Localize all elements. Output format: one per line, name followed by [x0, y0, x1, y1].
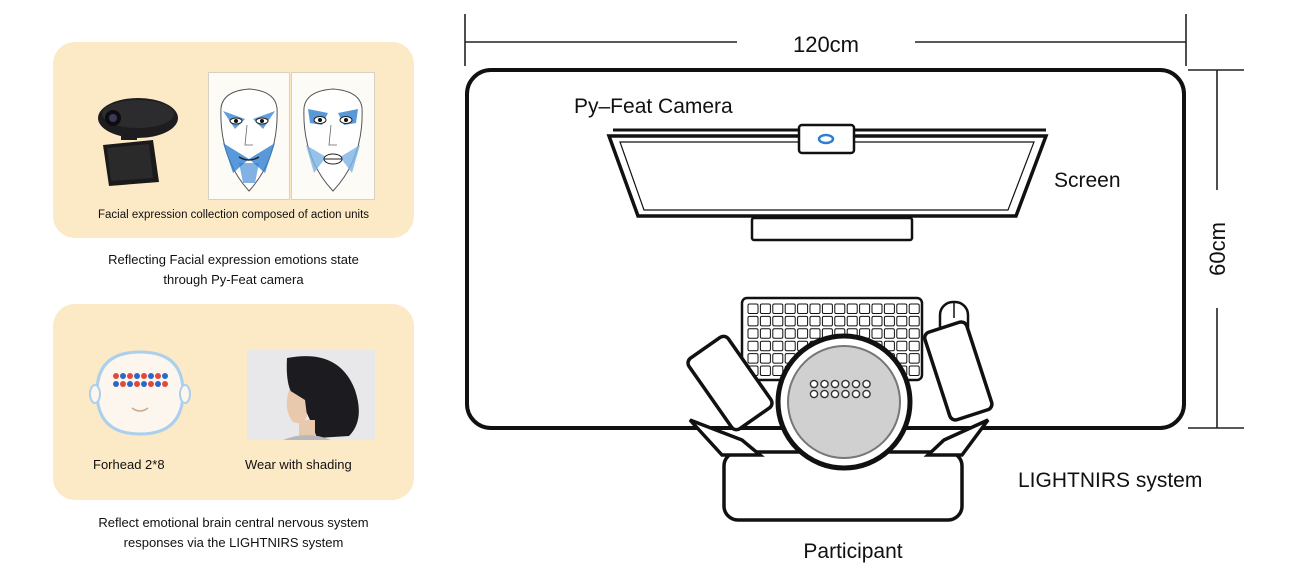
keyboard-key [896, 303, 908, 314]
keyboard-key [797, 303, 809, 314]
height-label: 60cm [1205, 222, 1230, 276]
screen-label: Screen [1054, 169, 1121, 192]
height-dimension [1188, 69, 1244, 429]
webcam-icon [98, 98, 178, 186]
keyboard-key [772, 328, 784, 339]
action-unit-face-2 [291, 72, 375, 200]
width-dimension [464, 14, 1187, 66]
keyboard-key [759, 328, 771, 339]
facial-expression-card: Facial expression collection composed of… [53, 42, 414, 238]
keyboard-key [759, 365, 771, 376]
keyboard-key [896, 340, 908, 352]
keyboard-key [908, 315, 920, 327]
optode-dot [851, 379, 861, 389]
optode-dot [862, 379, 871, 389]
keyboard-key [759, 315, 771, 327]
keyboard-key [809, 315, 821, 327]
keyboard-key [772, 315, 784, 327]
optode-dot [820, 379, 829, 389]
keyboard-key [908, 303, 920, 314]
shading-cap-photo [247, 350, 375, 440]
keyboard-key [846, 315, 858, 327]
keyboard-key [772, 353, 784, 364]
description-facial-line1: Reflecting Facial expression emotions st… [108, 252, 359, 267]
keyboard-key [908, 328, 920, 339]
optode-dot [841, 389, 850, 399]
keyboard-key [883, 303, 895, 314]
keyboard-key [784, 303, 796, 314]
participant-head [775, 333, 913, 471]
keyboard-key [797, 328, 809, 339]
keyboard-key [896, 353, 908, 364]
width-label: 120cm [793, 32, 859, 57]
keyboard-key [747, 328, 759, 339]
keyboard-key [797, 315, 809, 327]
head-optode-map-icon [89, 350, 191, 436]
keyboard-key [871, 303, 883, 314]
keyboard-key [896, 328, 908, 339]
shading-label: Wear with shading [245, 457, 352, 472]
keyboard-key [784, 340, 796, 352]
optode-dot [830, 379, 840, 389]
keyboard-key [908, 365, 920, 376]
keyboard-key [747, 315, 759, 327]
optode-dot [820, 389, 829, 399]
keyboard-key [784, 328, 796, 339]
participant-label: Participant [803, 540, 902, 563]
optode-dot [841, 379, 850, 389]
lightnirs-card: Forhead 2*8 Wear with shading [53, 304, 414, 500]
keyboard-key [784, 315, 796, 327]
keyboard-key [859, 315, 871, 327]
keyboard-key [883, 328, 895, 339]
keyboard-key [871, 328, 883, 339]
camera-label: Py–Feat Camera [574, 95, 733, 118]
description-lightnirs: Reflect emotional brain central nervous … [53, 513, 414, 553]
keyboard-key [883, 340, 895, 352]
optode-dot [830, 389, 840, 399]
keyboard-key [821, 315, 833, 327]
keyboard-key [883, 315, 895, 327]
description-lightnirs-line1: Reflect emotional brain central nervous … [98, 515, 369, 530]
camera-icon [797, 123, 856, 155]
keyboard-key [772, 303, 784, 314]
description-facial: Reflecting Facial expression emotions st… [53, 250, 414, 290]
description-lightnirs-line2: responses via the LIGHTNIRS system [123, 535, 344, 550]
keyboard-key [747, 340, 759, 352]
keyboard-key [772, 365, 784, 376]
keyboard-key [896, 315, 908, 327]
keyboard-key [908, 340, 920, 352]
keyboard-key [821, 303, 833, 314]
keyboard-key [809, 328, 821, 339]
keyboard-key [809, 303, 821, 314]
keyboard-key [759, 303, 771, 314]
keyboard-key [846, 303, 858, 314]
keyboard-key [772, 340, 784, 352]
card1-caption: Facial expression collection composed of… [97, 209, 370, 221]
keyboard-key [747, 353, 759, 364]
keyboard-key [834, 315, 846, 327]
chair [686, 320, 994, 522]
monitor [606, 128, 1049, 242]
keyboard-key [871, 315, 883, 327]
keyboard-key [859, 303, 871, 314]
optode-dot [862, 389, 871, 399]
keyboard-key [747, 303, 759, 314]
keyboard-key [759, 340, 771, 352]
keyboard-key [908, 353, 920, 364]
optode-dot [809, 389, 819, 399]
action-unit-face-1 [208, 72, 290, 200]
keyboard-key [759, 353, 771, 364]
description-facial-line2: through Py-Feat camera [163, 272, 304, 287]
keyboard-key [834, 303, 846, 314]
optode-dot [809, 379, 819, 389]
optode-dot [851, 389, 861, 399]
system-label: LIGHTNIRS system [1018, 469, 1202, 492]
optode-layout-label: Forhead 2*8 [93, 457, 165, 472]
